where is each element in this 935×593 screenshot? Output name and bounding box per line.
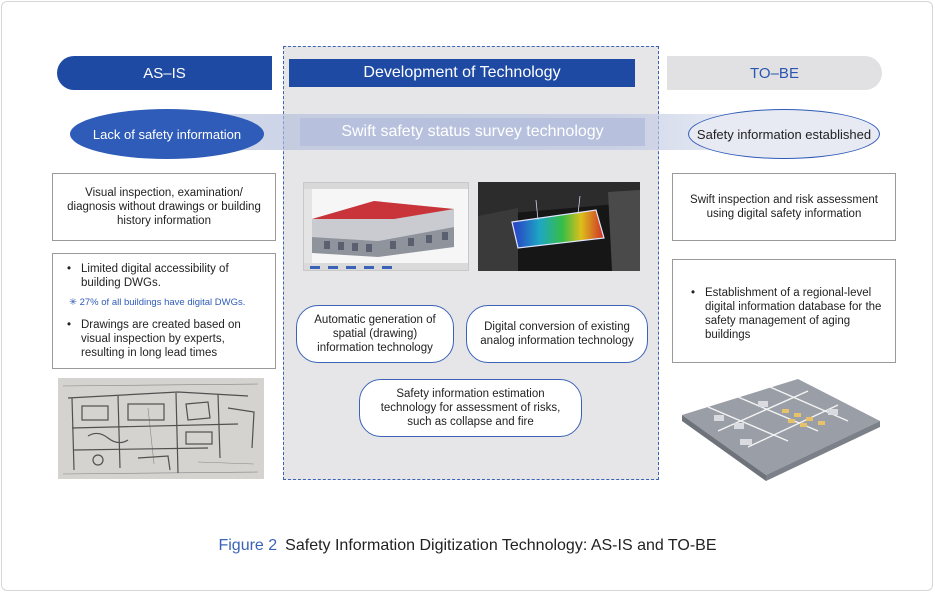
as-is-summary-box: Visual inspection, examination/ diagnosi… xyxy=(52,173,276,241)
to-be-summary-box: Swift inspection and risk assessment usi… xyxy=(672,173,896,241)
survey-technology-label: Swift safety status survey technology xyxy=(300,118,645,146)
figure-title: Safety Information Digitization Technolo… xyxy=(285,537,717,554)
as-is-bullet-2: Drawings are created based on visual ins… xyxy=(67,318,265,360)
development-header: Development of Technology xyxy=(289,59,635,87)
to-be-summary-text: Swift inspection and risk assessment usi… xyxy=(690,194,878,220)
info-established-ellipse: Safety information established xyxy=(688,109,880,159)
as-is-details-box: Limited digital accessibility of buildin… xyxy=(52,253,276,369)
lack-of-info-ellipse: Lack of safety information xyxy=(70,109,264,159)
figure-caption: Figure 2 Safety Information Digitization … xyxy=(0,537,935,555)
3d-floor-plan-image xyxy=(678,375,884,481)
as-is-note: ✳ 27% of all buildings have digital DWGs… xyxy=(69,297,246,308)
hand-drawn-sketch-image xyxy=(58,378,264,479)
digital-conversion-tech-pill: Digital conversion of existing analog in… xyxy=(466,305,648,363)
point-cloud-scan-image xyxy=(478,182,640,271)
spatial-info-tech-pill: Automatic generation of spatial (drawing… xyxy=(296,305,454,363)
to-be-bullet-1: Establishment of a regional-level digita… xyxy=(691,286,883,342)
figure-label: Figure 2 xyxy=(218,537,278,554)
risk-estimation-tech-pill: Safety information estimation technology… xyxy=(359,379,582,437)
as-is-bullet-1: Limited digital accessibility of buildin… xyxy=(67,262,265,290)
to-be-details-box: Establishment of a regional-level digita… xyxy=(672,259,896,363)
as-is-summary-text: Visual inspection, examination/ diagnosi… xyxy=(67,187,261,227)
to-be-header: TO–BE xyxy=(667,56,882,90)
as-is-header: AS–IS xyxy=(57,56,272,90)
3d-building-model-image xyxy=(303,182,469,271)
